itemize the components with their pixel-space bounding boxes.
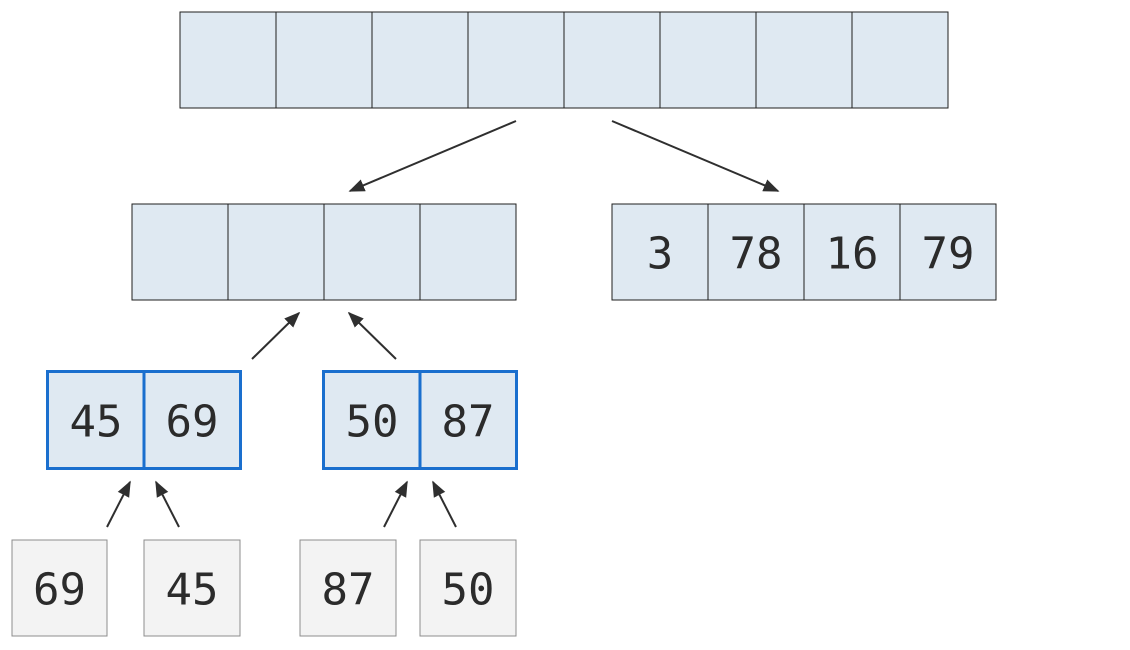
root-cell: [371, 11, 469, 109]
right-half-array: 3 78 16 79: [611, 203, 997, 301]
single-element: 45: [143, 539, 241, 637]
merged-pair-right-value: 87: [442, 397, 495, 448]
root-cell: [467, 11, 565, 109]
single-element-value: 50: [442, 565, 495, 616]
merged-pair-right-cell: 87: [419, 371, 517, 469]
single-arrow: [106, 480, 131, 528]
single-element: 69: [11, 539, 108, 637]
left-half-cell: [419, 203, 517, 301]
single-arrow: [155, 480, 180, 528]
root-cell: [179, 11, 277, 109]
split-arrow-right: [611, 120, 780, 192]
right-half-cell-value: 3: [647, 229, 674, 280]
single-element: 87: [299, 539, 397, 637]
root-cell: [659, 11, 757, 109]
root-cell: [563, 11, 661, 109]
root-cell: [275, 11, 373, 109]
merged-pair-right: 50 87: [322, 370, 518, 470]
merge-arrow-right: [347, 311, 397, 360]
left-half-cell: [227, 203, 325, 301]
single-arrow: [432, 480, 457, 528]
merged-pair-left-cell: 45: [47, 371, 145, 469]
right-half-cell-value: 78: [730, 229, 783, 280]
single-element-value: 45: [166, 565, 219, 616]
left-half-cell: [323, 203, 421, 301]
merged-pair-left-value: 45: [70, 397, 123, 448]
merged-pair-right-value: 50: [346, 397, 399, 448]
right-half-cell-value: 79: [922, 229, 975, 280]
left-half-array: [131, 203, 517, 301]
merged-pair-left-cell: 69: [143, 371, 241, 469]
single-element: 50: [419, 539, 517, 637]
single-element-value: 87: [322, 565, 375, 616]
merged-pair-right-cell: 50: [323, 371, 421, 469]
right-half-cell: 16: [803, 203, 901, 301]
merged-pair-left-value: 69: [166, 397, 219, 448]
split-arrow-left: [348, 120, 517, 192]
right-half-cell: 3: [611, 203, 709, 301]
merged-pair-left: 45 69: [46, 370, 242, 470]
left-half-cell: [131, 203, 229, 301]
single-arrow: [383, 480, 408, 528]
right-half-cell: 79: [899, 203, 997, 301]
merge-arrow-left: [251, 311, 301, 360]
single-element-value: 69: [33, 565, 86, 616]
root-array: [179, 11, 949, 109]
root-cell: [755, 11, 853, 109]
root-cell: [851, 11, 949, 109]
right-half-cell: 78: [707, 203, 805, 301]
right-half-cell-value: 16: [826, 229, 879, 280]
single-elements: 69 45 87 50: [11, 539, 517, 637]
